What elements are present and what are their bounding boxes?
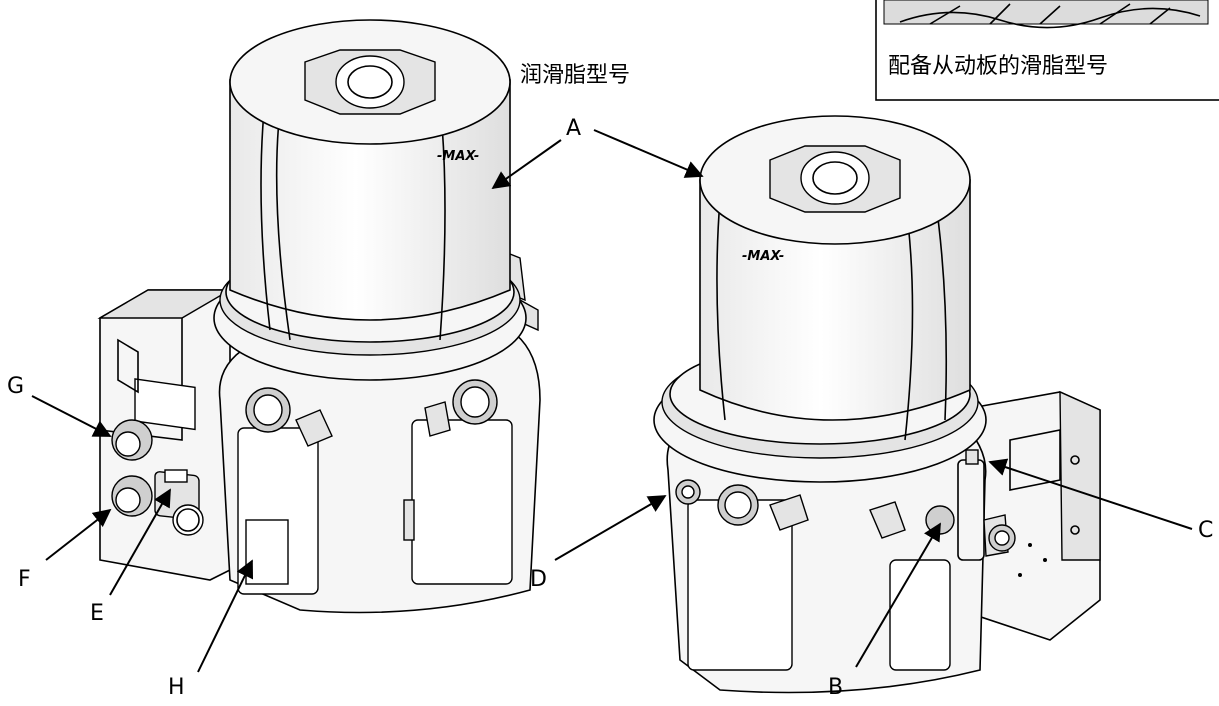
grease-model-caption: 润滑脂型号 (520, 63, 630, 88)
inset-image (883, 0, 1209, 25)
right-reservoir (699, 179, 971, 421)
svg-text:E: E (90, 601, 104, 626)
callout-d: D (530, 495, 667, 592)
callout-a: A (491, 116, 704, 190)
right-max-mark: -MAX- (742, 249, 784, 264)
svg-text:C: C (1198, 518, 1213, 543)
left-fittings (111, 419, 204, 536)
svg-text:F: F (18, 567, 31, 592)
svg-text:B: B (828, 675, 843, 700)
inset-box: 配备从动板的滑脂型号 (875, 0, 1219, 101)
callout-e: E (90, 488, 171, 626)
svg-text:H: H (168, 675, 185, 700)
svg-text:D: D (530, 567, 547, 592)
left-reservoir (229, 79, 511, 321)
callout-c: C (988, 458, 1213, 543)
svg-text:A: A (566, 116, 581, 141)
inset-caption: 配备从动板的滑脂型号 (888, 54, 1108, 79)
callout-b: B (828, 522, 941, 700)
svg-text:G: G (7, 374, 24, 399)
left-max-mark: -MAX- (437, 149, 479, 164)
right-valve-c (957, 459, 985, 561)
left-pump: -MAX- (97, 19, 541, 614)
callout-g: G (7, 374, 112, 437)
callout-h: H (168, 559, 254, 700)
left-label-plate (245, 519, 289, 585)
right-pump: -MAX- (653, 115, 1101, 694)
callout-f: F (18, 508, 112, 592)
